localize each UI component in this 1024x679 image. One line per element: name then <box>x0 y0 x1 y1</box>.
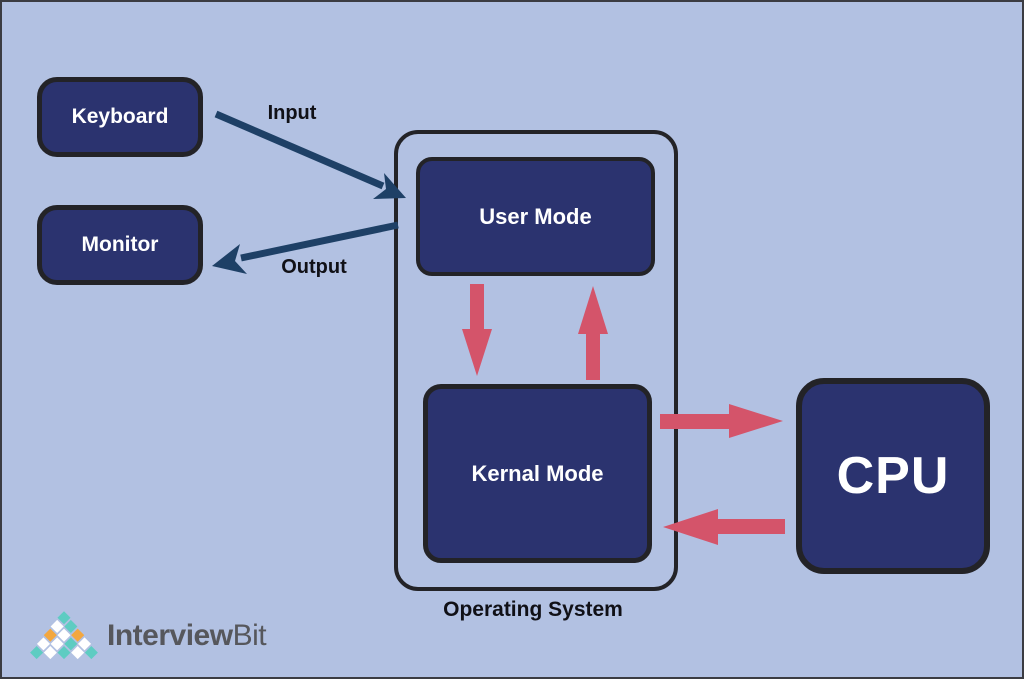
logo: InterviewBit <box>30 605 267 667</box>
logo-diamond-icon <box>30 646 44 660</box>
cpu-node: CPU <box>796 378 990 574</box>
brand-name: InterviewBit <box>107 619 267 653</box>
kernal-to-cpu-arrow <box>660 404 783 438</box>
brand-name-bold: Interview <box>107 619 233 652</box>
logo-diamond-icon <box>64 619 78 634</box>
interviewbit-logo-icon <box>30 611 98 660</box>
operating-system-frame <box>394 130 678 591</box>
operating-system-label: Operating System <box>443 598 623 621</box>
output-arrow-head-icon <box>212 244 247 274</box>
logo-diamond-icon <box>84 646 98 660</box>
input-arrow-label: Input <box>267 102 317 124</box>
cpu-to-kernal-arrow <box>663 509 785 545</box>
logo-diamond-icon <box>50 619 64 634</box>
user-mode-node: User Mode <box>416 157 655 276</box>
output-arrow-label: Output <box>281 256 347 278</box>
cpu-label: CPU <box>836 447 950 505</box>
brand-name-light: Bit <box>232 619 267 652</box>
keyboard-label: Keyboard <box>71 105 169 128</box>
logo-diamond-icon <box>57 646 71 660</box>
kernal-mode-label: Kernal Mode <box>471 460 604 486</box>
logo-diamond-icon <box>71 628 85 642</box>
logo-diamond-icon <box>71 646 85 660</box>
kernal-mode-node: Kernal Mode <box>423 384 652 563</box>
logo-diamond-icon <box>43 646 57 660</box>
monitor-node: Monitor <box>37 205 203 285</box>
output-arrow-line <box>240 221 399 262</box>
keyboard-node: Keyboard <box>37 77 203 157</box>
monitor-label: Monitor <box>81 233 159 256</box>
logo-diamond-icon <box>43 628 57 642</box>
logo-diamond-icon <box>57 628 71 642</box>
user-mode-label: User Mode <box>479 203 592 229</box>
